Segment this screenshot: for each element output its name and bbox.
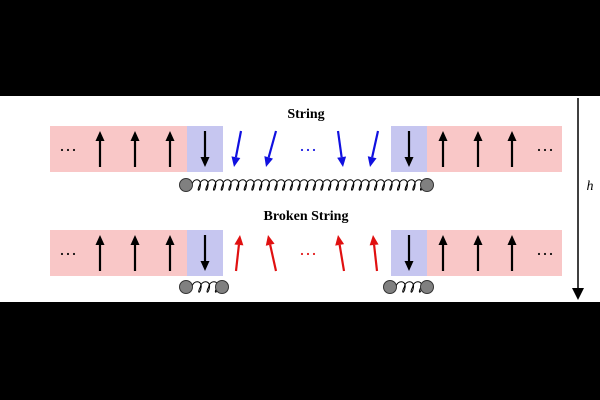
right-domain-region — [427, 126, 562, 172]
spring-coil — [395, 281, 423, 293]
field-axis-arrowhead — [572, 288, 584, 300]
spin-up-tilted-arrow — [265, 235, 278, 272]
spring-end-ball — [420, 178, 434, 192]
ellipsis-left: ··· — [59, 244, 77, 264]
row-2-spins — [95, 235, 517, 272]
spin-down-arrow — [200, 235, 210, 271]
spin-up-arrow — [165, 131, 175, 167]
spin-down-arrow — [404, 235, 414, 271]
spring-end-ball — [383, 280, 397, 294]
ellipsis-left: ··· — [59, 140, 77, 160]
spin-up-arrow — [438, 235, 448, 271]
spin-down-tilted-arrow — [336, 130, 347, 167]
spring-end-ball — [215, 280, 229, 294]
right-domain-region — [427, 230, 562, 276]
broken-string-left-spring — [179, 280, 229, 294]
left-domain-region — [50, 126, 187, 172]
spin-up-tilted-arrow — [369, 235, 379, 272]
spring-end-ball — [420, 280, 434, 294]
spin-down-arrow — [200, 131, 210, 167]
row-title-broken-string: Broken String — [264, 209, 349, 224]
spring-coil — [191, 281, 219, 293]
spin-up-arrow — [438, 131, 448, 167]
ellipsis-right: ··· — [536, 140, 554, 160]
string-spring — [179, 178, 434, 192]
spin-up-tilted-arrow — [234, 235, 244, 272]
spin-up-arrow — [473, 131, 483, 167]
row-1-spins — [95, 130, 517, 167]
spin-up-arrow — [507, 235, 517, 271]
field-label: h — [587, 179, 594, 194]
spin-up-arrow — [95, 131, 105, 167]
broken-string-right-spring — [383, 280, 434, 294]
spring-end-ball — [179, 178, 193, 192]
spin-up-arrow — [95, 235, 105, 271]
spin-up-arrow — [130, 235, 140, 271]
spin-up-tilted-arrow — [335, 235, 346, 272]
spin-up-arrow — [130, 131, 140, 167]
spin-up-arrow — [507, 131, 517, 167]
ellipsis-middle: ··· — [299, 140, 317, 160]
ellipsis-right: ··· — [536, 244, 554, 264]
spin-up-arrow — [165, 235, 175, 271]
left-domain-region — [50, 230, 187, 276]
row-title-string: String — [287, 107, 324, 122]
ellipsis-middle: ··· — [299, 244, 317, 264]
spin-down-tilted-arrow — [367, 130, 380, 167]
spin-down-tilted-arrow — [264, 130, 278, 167]
spin-up-arrow — [473, 235, 483, 271]
spring-end-ball — [179, 280, 193, 294]
spring-coil — [191, 179, 424, 191]
spin-down-tilted-arrow — [231, 130, 243, 167]
spin-down-arrow — [404, 131, 414, 167]
